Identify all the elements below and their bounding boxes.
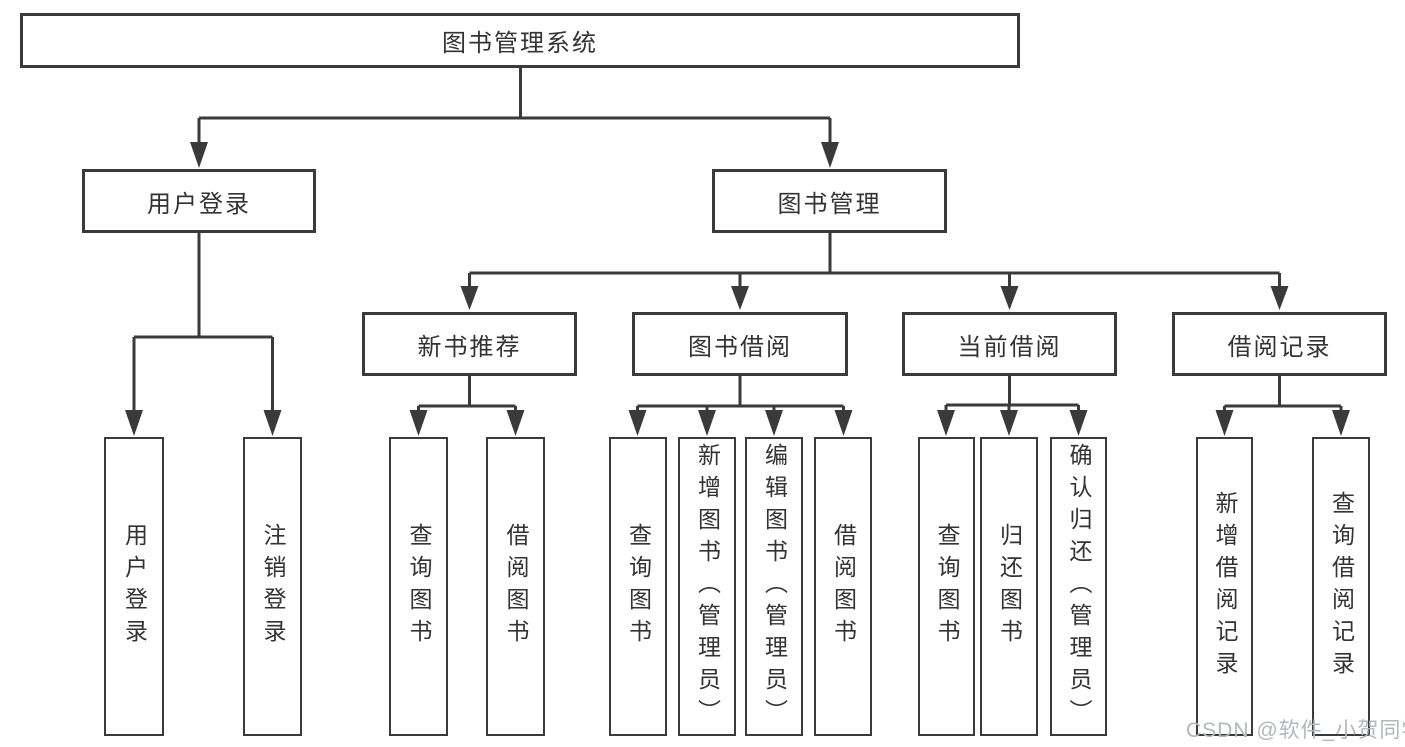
node-library-management-system: 图书管理系统 bbox=[20, 13, 1020, 68]
arrow-down-icon bbox=[190, 142, 208, 168]
node-book-borrowing: 图书借阅 bbox=[632, 312, 848, 376]
arrow-down-icon bbox=[937, 410, 955, 436]
connector-book-borrow-group bbox=[628, 376, 853, 436]
watermark: CSDN @软件_小贺同学 bbox=[1186, 719, 1405, 742]
leaf-add-borrow-record: 新增借阅记录 bbox=[1196, 437, 1253, 736]
leaf-return-books: 归还图书 bbox=[980, 437, 1038, 736]
leaf-query-books: 查询图书 bbox=[609, 437, 667, 736]
connector-current-borrow-group bbox=[937, 376, 1088, 436]
leaf-edit-books-admin: 编辑图书（管理员） bbox=[745, 437, 803, 736]
arrow-down-icon bbox=[1215, 410, 1234, 436]
node-book-management: 图书管理 bbox=[712, 169, 947, 233]
arrow-down-icon bbox=[1332, 410, 1350, 436]
leaf-confirm-return-admin: 确认归还（管理员） bbox=[1050, 437, 1107, 736]
arrow-down-icon bbox=[1000, 286, 1019, 310]
arrow-down-icon bbox=[628, 410, 647, 436]
node-current-borrowing: 当前借阅 bbox=[902, 312, 1117, 376]
leaf-query-books: 查询图书 bbox=[918, 437, 975, 736]
arrow-down-icon bbox=[731, 286, 749, 310]
arrow-down-icon bbox=[698, 410, 716, 436]
arrow-down-icon bbox=[1000, 410, 1018, 436]
connector-user-login-group bbox=[125, 233, 282, 436]
node-new-book-recommendation: 新书推荐 bbox=[362, 312, 577, 376]
leaf-add-books-admin: 新增图书（管理员） bbox=[678, 437, 736, 736]
leaf-logout: 注销登录 bbox=[243, 437, 302, 736]
arrow-down-icon bbox=[125, 410, 143, 436]
leaf-query-borrow-record: 查询借阅记录 bbox=[1312, 437, 1370, 736]
connector-new-book-group bbox=[409, 376, 525, 436]
arrow-down-icon bbox=[460, 286, 479, 310]
leaf-query-books: 查询图书 bbox=[389, 437, 448, 736]
arrow-down-icon bbox=[263, 410, 282, 436]
arrow-down-icon bbox=[506, 410, 525, 436]
arrow-down-icon bbox=[834, 410, 853, 436]
arrow-down-icon bbox=[821, 142, 839, 168]
connector-root-to-level2 bbox=[190, 68, 839, 168]
leaf-borrow-books: 借阅图书 bbox=[814, 437, 872, 736]
arrow-down-icon bbox=[1069, 410, 1088, 436]
leaf-borrow-books: 借阅图书 bbox=[486, 437, 545, 736]
node-borrowing-records: 借阅记录 bbox=[1172, 312, 1387, 376]
arrow-down-icon bbox=[765, 410, 783, 436]
connector-borrow-records-group bbox=[1215, 376, 1350, 436]
node-user-login: 用户登录 bbox=[82, 169, 316, 233]
arrow-down-icon bbox=[1270, 286, 1289, 310]
arrow-down-icon bbox=[409, 410, 428, 436]
leaf-user-login: 用户登录 bbox=[104, 437, 164, 736]
connector-book-management-group bbox=[460, 233, 1289, 310]
